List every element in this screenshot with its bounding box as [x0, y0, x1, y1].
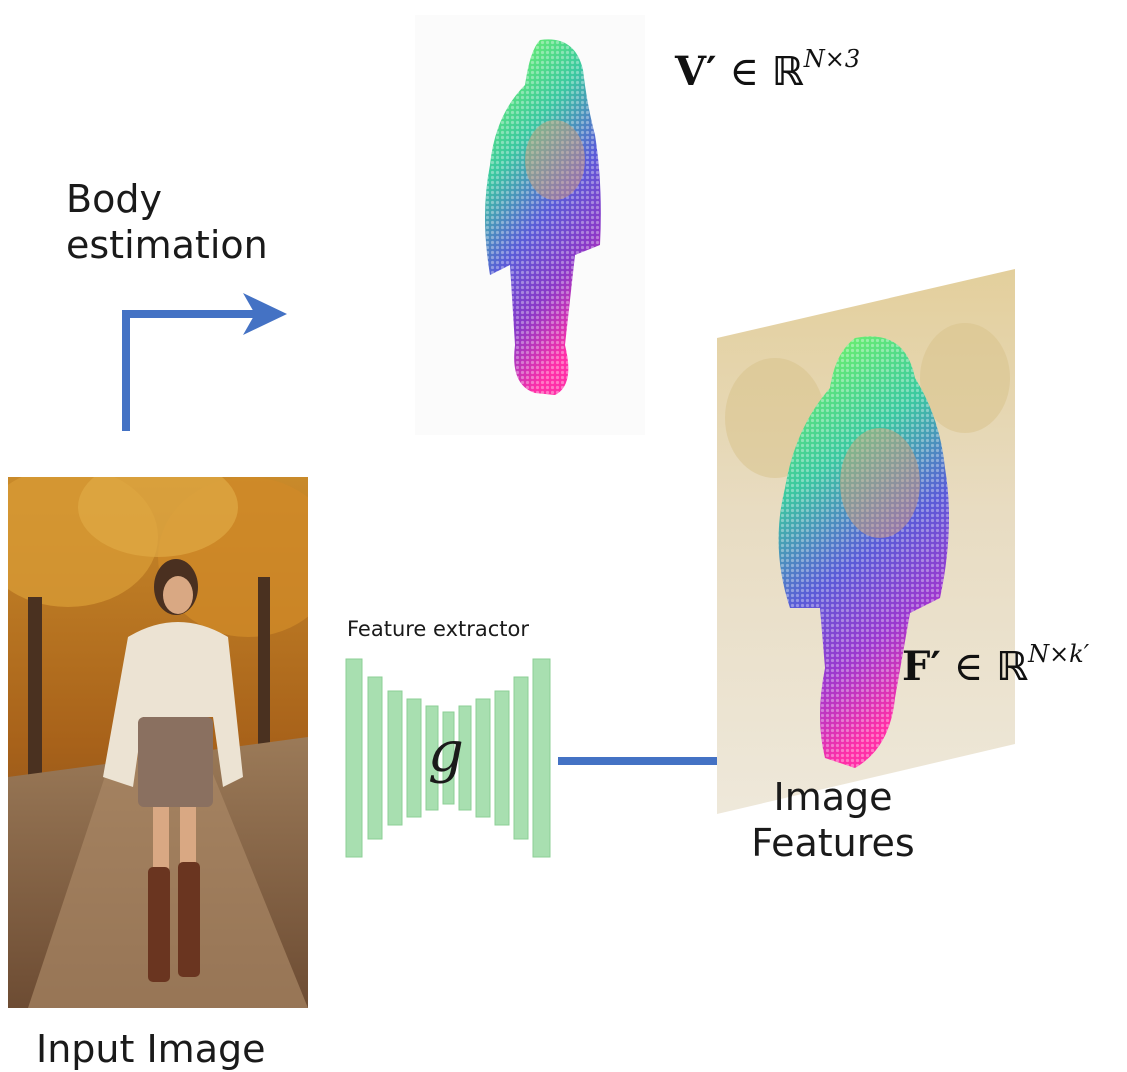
v-symbol: V′ [675, 48, 717, 95]
image-features-panel [717, 269, 1015, 814]
body-estimation-line1: Body [66, 177, 162, 221]
f-prime-equation: F′ ∈ ℝN×k′ [902, 639, 1090, 690]
input-image [8, 477, 308, 1008]
connector-line [558, 757, 723, 765]
input-image-label: Input Image [36, 1027, 266, 1071]
image-features-line2: Features [751, 821, 915, 866]
v-in-symbol: ∈ [729, 49, 759, 95]
g-symbol: g [428, 720, 464, 785]
v-dimension: N×3 [803, 44, 861, 73]
f-in-symbol: ∈ [953, 644, 984, 690]
feature-extractor-network [345, 658, 551, 858]
v-prime-equation: V′ ∈ ℝN×3 [675, 44, 861, 95]
f-real-set: ℝ [996, 644, 1029, 690]
body-estimation-arrow-icon [122, 293, 287, 431]
feature-extractor-label: Feature extractor [347, 617, 530, 641]
body-estimation-line2: estimation [66, 223, 268, 268]
body-point-cloud [415, 15, 645, 435]
image-features-line1: Image [773, 775, 893, 819]
f-symbol: F′ [902, 643, 941, 690]
body-estimation-label: Body estimation [66, 176, 268, 269]
f-dimension: N×k′ [1028, 639, 1090, 668]
image-features-label: Image Features [738, 774, 928, 867]
v-real-set: ℝ [771, 49, 804, 95]
